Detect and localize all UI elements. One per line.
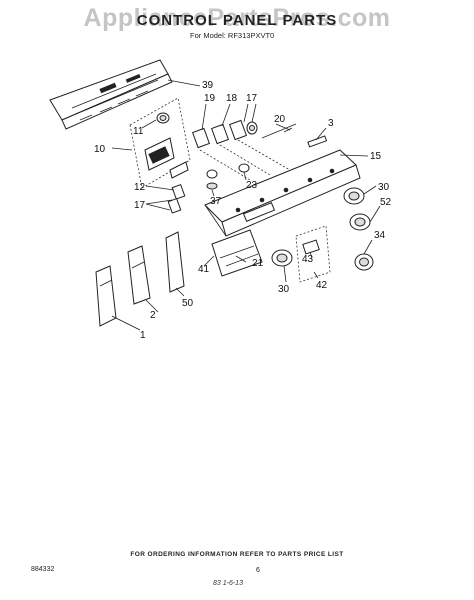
side-brackets-1-2-50 xyxy=(95,231,185,327)
ordering-notice: FOR ORDERING INFORMATION REFER TO PARTS … xyxy=(130,551,344,558)
callout-43: 43 xyxy=(302,254,314,265)
callout-10: 10 xyxy=(94,144,106,155)
callout-18: 18 xyxy=(226,93,238,104)
callout-30-bottom: 30 xyxy=(278,284,290,295)
callout-12: 12 xyxy=(134,182,146,193)
callout-39: 39 xyxy=(202,80,214,91)
diagram-title: CONTROL PANEL PARTS xyxy=(136,12,338,29)
parts-42-43-30 xyxy=(271,225,331,283)
callout-23: 23 xyxy=(246,180,258,191)
callout-3: 3 xyxy=(328,118,334,129)
callout-34: 34 xyxy=(374,230,386,241)
callout-37: 37 xyxy=(210,196,222,207)
callout-19: 19 xyxy=(204,93,216,104)
callout-52: 52 xyxy=(380,197,392,208)
leader-lines xyxy=(111,79,381,331)
callout-30-right: 30 xyxy=(378,182,390,193)
watermark: AppliancePartsPros.com xyxy=(83,4,391,32)
document-number: 884332 xyxy=(31,566,55,573)
callout-17-top: 17 xyxy=(246,93,258,104)
part-15-control-panel xyxy=(199,139,361,237)
callout-17-left: 17 xyxy=(134,200,146,211)
callout-41: 41 xyxy=(198,264,210,275)
callout-21: 21 xyxy=(252,258,264,269)
callout-11: 11 xyxy=(133,126,144,137)
callout-1: 1 xyxy=(140,330,146,341)
small-parts-left xyxy=(167,163,250,214)
part-39-back-panel xyxy=(49,59,173,130)
callout-2: 2 xyxy=(150,310,156,321)
callout-20: 20 xyxy=(274,114,286,125)
date-code: 83 1-6-13 xyxy=(213,580,243,587)
switch-parts-upper xyxy=(191,119,328,149)
callout-15: 15 xyxy=(370,151,382,162)
callout-labels: 39 19 18 17 20 3 11 10 15 12 23 17 37 30… xyxy=(94,80,392,341)
page-number: 6 xyxy=(256,567,260,574)
knobs-right xyxy=(343,187,374,271)
model-line: For Model: RF313PXVT0 xyxy=(190,31,275,40)
callout-50: 50 xyxy=(182,298,194,309)
parts-41-21-bracket xyxy=(211,229,263,277)
part-10-clock-assembly xyxy=(129,97,191,189)
callout-42: 42 xyxy=(316,280,328,291)
